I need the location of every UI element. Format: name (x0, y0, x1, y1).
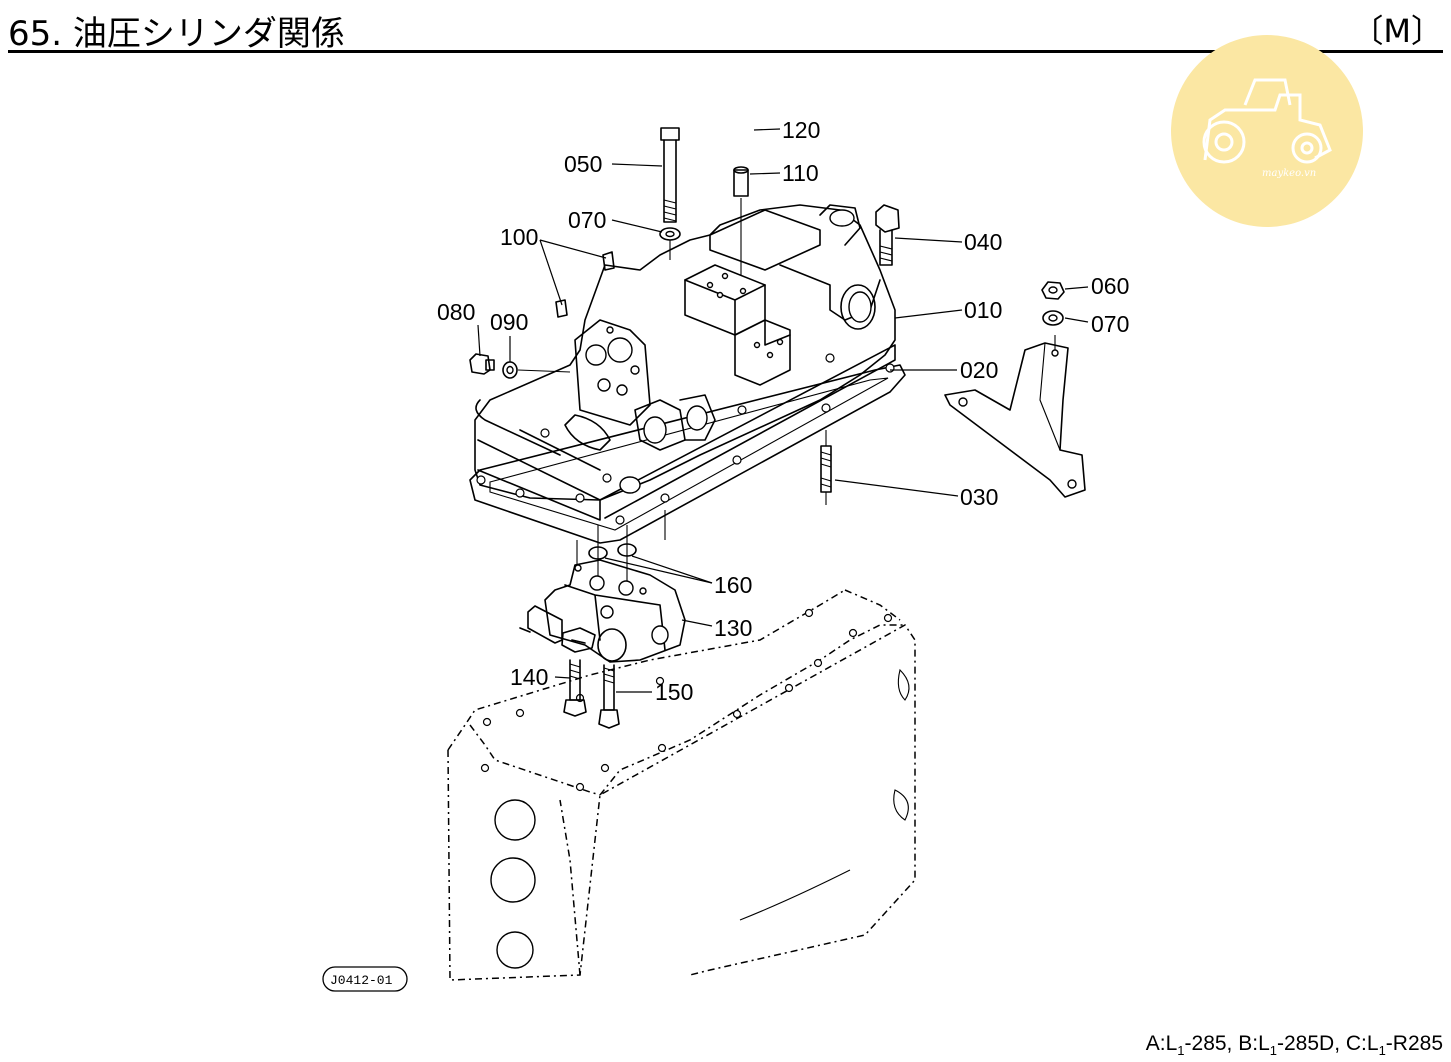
part-label-100: 100 (500, 224, 538, 250)
footer-c-sub: 1 (1378, 1043, 1386, 1058)
part-label-010: 010 (964, 297, 1002, 323)
bolt-140 (563, 659, 587, 717)
drawing-code-badge: J0412-01 (322, 966, 408, 992)
footer-c-prefix: C:L (1345, 1031, 1379, 1055)
bolt-050 (659, 127, 681, 260)
footer-b-prefix: B:L (1238, 1031, 1270, 1055)
footer-b-sub: 1 (1269, 1043, 1277, 1058)
tractor-icon (1202, 78, 1332, 164)
footer-a-sub: 1 (1177, 1043, 1185, 1058)
part-label-160: 160 (714, 572, 752, 598)
stud-030 (820, 430, 832, 505)
gasket-020 (469, 364, 906, 544)
part-label-060: 060 (1091, 273, 1129, 299)
part-labels: 120 050 110 070 040 100 060 070 010 080 … (437, 117, 1129, 705)
bolt-150 (598, 664, 620, 729)
header-rule (8, 50, 1443, 53)
nut-060-washer-070 (1041, 281, 1065, 326)
drawing-code: J0412-01 (330, 973, 393, 988)
part-label-080: 080 (437, 299, 475, 325)
part-label-130: 130 (714, 615, 752, 641)
part-label-140: 140 (510, 664, 548, 690)
cylinder-case-010 (474, 204, 896, 525)
part-label-070-right: 070 (1091, 311, 1129, 337)
model-applicability-footer: A:L1-285, B:L1-285D, C:L1-R285 (1146, 1032, 1443, 1058)
watermark-circle (1171, 35, 1363, 227)
fitting-110 (733, 166, 749, 275)
part-label-110: 110 (782, 160, 819, 186)
plugs-100 (555, 251, 615, 318)
part-label-040: 040 (964, 229, 1002, 255)
part-label-020: 020 (960, 357, 998, 383)
footer-c-model: -R285 (1385, 1031, 1443, 1055)
page-header: 65. 油圧シリンダ関係 〔M〕 (8, 0, 1443, 54)
watermark-text: maykeo.vn (1262, 168, 1316, 179)
footer-a-model: -285, (1184, 1031, 1239, 1055)
part-label-030: 030 (960, 484, 998, 510)
part-label-150: 150 (655, 679, 693, 705)
part-label-090: 090 (490, 309, 528, 335)
hose-120 (714, 112, 754, 163)
plug-080-washer-090 (469, 353, 571, 379)
o-rings-160 (576, 510, 666, 590)
transmission-case (447, 589, 916, 981)
leader-lines (477, 128, 1089, 693)
page-title: 65. 油圧シリンダ関係 (8, 14, 345, 54)
part-label-070-top: 070 (568, 207, 606, 233)
footer-a-prefix: A:L (1145, 1031, 1178, 1055)
lift-arm-bracket (944, 335, 1086, 498)
bolt-040 (875, 204, 900, 266)
footer-b-model: -285D, (1277, 1031, 1346, 1055)
watermark: maykeo.vn (1171, 35, 1363, 227)
part-label-120: 120 (782, 117, 820, 143)
model-code: 〔M〕 (1351, 12, 1443, 50)
part-label-050: 050 (564, 151, 602, 177)
valve-130 (519, 559, 686, 663)
